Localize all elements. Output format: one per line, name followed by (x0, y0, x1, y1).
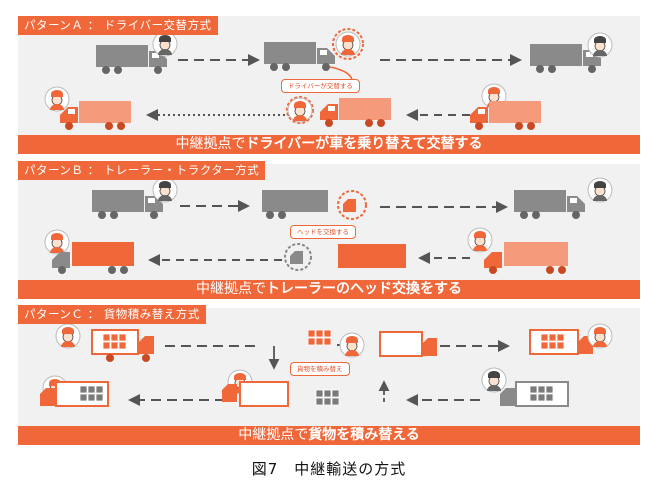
pattern-b-tag: パターンＢ ： トレーラー・トラクター方式 (18, 161, 266, 180)
band-emphasis: 貨物を積み替える (308, 427, 420, 443)
driver-icon (152, 177, 178, 203)
driver-icon (335, 31, 361, 57)
driver-icon (287, 97, 313, 123)
pattern-a-tag: パターンＡ ： ドライバー交替方式 (18, 16, 218, 35)
truck-icon (60, 101, 131, 130)
cargo-box-icon (307, 329, 332, 346)
band-prefix: 中継拠点で (238, 427, 309, 443)
driver-icon (587, 177, 613, 203)
truck-icon (92, 190, 163, 219)
truck-icon (320, 98, 391, 127)
pattern-b-bubble: ヘッドを交換する (290, 225, 356, 239)
pattern-a-bubble: ドライバーが交替する (281, 79, 360, 93)
driver-icon (44, 229, 70, 255)
pattern-c-band: 中継拠点で貨物を積み替える (18, 426, 640, 445)
driver-icon (481, 367, 507, 393)
cargo-box-icon (315, 389, 340, 406)
pattern-a-band: 中継拠点でドライバーが車を乗り替えて交替する (18, 135, 640, 154)
driver-icon (587, 32, 613, 58)
band-emphasis: トレーラーのヘッド交換をする (266, 281, 462, 297)
band-emphasis: ドライバーが車を乗り替えて交替する (245, 136, 483, 152)
driver-icon (152, 31, 178, 57)
band-prefix: 中継拠点で (196, 281, 266, 297)
pattern-c-bubble: 貨物を積み替え (290, 362, 350, 376)
driver-icon (55, 323, 81, 349)
pattern-c-graphic (40, 323, 613, 407)
figure-caption: 図7 中継輸送の方式 (251, 460, 407, 478)
band-prefix: 中継拠点で (175, 136, 246, 152)
truck-icon (264, 42, 335, 71)
pattern-a-graphic (44, 28, 613, 130)
driver-icon (339, 332, 365, 358)
truck-head-icon (343, 199, 356, 212)
truck-icon (470, 101, 541, 130)
driver-icon (467, 227, 493, 253)
driver-icon (587, 323, 613, 349)
pattern-b-graphic (44, 177, 613, 274)
truck-head-icon (290, 251, 303, 264)
pattern-c-tag: パターンＣ ： 貨物積み替え方式 (18, 305, 206, 324)
driver-icon (44, 86, 70, 112)
pattern-b-band: 中継拠点でトレーラーのヘッド交換をする (18, 280, 640, 299)
truck-icon (514, 190, 585, 219)
